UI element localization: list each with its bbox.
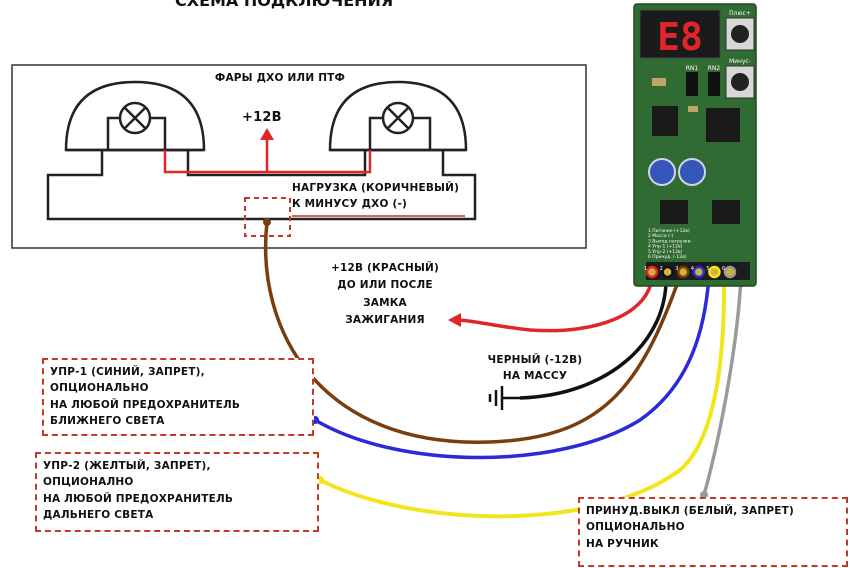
black-wire-label-line2: НА МАССУ [502, 370, 568, 383]
rn1-label: RN1 [686, 65, 699, 72]
terminal-pin [723, 265, 737, 279]
page-title: СХЕМА ПОДКЛЮЧЕНИЯ [175, 0, 393, 10]
white-wire [702, 275, 743, 496]
terminal-pin [661, 265, 674, 279]
yellow-wire [319, 275, 727, 519]
left-headlamp [64, 80, 206, 152]
mosfet-1 [660, 200, 688, 224]
upr2-line2: ОПЦИОНАЛНО [43, 476, 134, 489]
terminal-pin-number: 4 [691, 266, 694, 272]
terminal-pin-number: 6 [722, 266, 725, 272]
upr1-label-box: УПР-1 (СИНИЙ, ЗАПРЕТ), ОПЦИОНАЛЬНО НА ЛЮ… [42, 358, 314, 436]
regulator-chip [652, 106, 678, 136]
pin-legend-line: 1 Питание (+12в) [648, 228, 690, 234]
mcu-chip [706, 108, 740, 142]
red-wire-label-line2: ДО ИЛИ ПОСЛЕ [337, 279, 433, 292]
capacitor-1 [648, 158, 676, 186]
black-wire-label-line1: ЧЕРНЫЙ (-12В) [487, 354, 583, 366]
upr1-line3: НА ЛЮБОЙ ПРЕДОХРАНИТЕЛЬ [50, 398, 241, 411]
load-label-2: К МИНУСУ ДХО (-) [292, 198, 407, 210]
pin-legend-line: 5 Упр-2 (+12в) [648, 249, 683, 255]
plus12-label: +12В [242, 110, 282, 125]
right-headlamp [328, 80, 468, 152]
segment-display [639, 9, 721, 59]
terminal-pin-number: 5 [706, 266, 709, 272]
terminal-pin [676, 265, 690, 279]
terminal-pin-number: 3 [675, 266, 678, 272]
red-wire-label-line3: ЗАМКА [363, 296, 407, 309]
pin-legend-line: 4 Упр-1 (+12в) [648, 244, 683, 250]
red-wire-label: +12В (КРАСНЫЙ) ДО ИЛИ ПОСЛЕ ЗАМКА ЗАЖИГА… [315, 260, 455, 329]
controller-board: E8 Плюс+ Минус- RN1 RN2 1 Питание (+12в)… [633, 3, 757, 287]
black-wire [519, 275, 668, 400]
load-highlight-box [244, 197, 291, 237]
lamp-block-title: ФАРЫ ДХО ИЛИ ПТФ [214, 72, 346, 84]
terminal-pin [692, 265, 706, 279]
terminal-pin [645, 265, 659, 279]
pin-legend-line: 2 Масса (-) [648, 233, 673, 239]
plus12-arrow [260, 128, 274, 140]
plus-button-label: Плюс+ [729, 10, 751, 17]
brown-wire [263, 221, 682, 444]
red-wire [457, 275, 654, 333]
terminal-pin [708, 265, 721, 279]
force-off-line3: НА РУЧНИК [586, 537, 659, 550]
pin-legend-line: 6 Принуд. (-12в) [648, 254, 687, 260]
upr2-line1: УПР-2 (ЖЕЛТЫЙ, ЗАПРЕТ), [43, 460, 211, 472]
ground-icon [488, 386, 522, 410]
mosfet-2 [712, 200, 740, 224]
upr1-line4: БЛИЖНЕГО СВЕТА [50, 414, 165, 427]
upr1-line1: УПР-1 (СИНИЙ, ЗАПРЕТ), [50, 366, 205, 378]
blue-wire [314, 275, 711, 460]
force-off-line2: ОПЦИОНАЛЬНО [586, 521, 685, 534]
minus-button-label: Минус- [729, 58, 751, 65]
upr2-label-box: УПР-2 (ЖЕЛТЫЙ, ЗАПРЕТ), ОПЦИОНАЛНО НА ЛЮ… [35, 452, 319, 532]
display-value: E8 [657, 15, 703, 59]
red-wire-arrow [448, 313, 461, 327]
red-wire-label-line1: +12В (КРАСНЫЙ) [330, 262, 440, 274]
upr2-line4: ДАЛЬНЕГО СВЕТА [43, 508, 154, 521]
pin-legend-line: 3 Выход нагрузки [648, 238, 691, 244]
upr2-line3: НА ЛЮБОЙ ПРЕДОХРАНИТЕЛЬ [43, 492, 234, 505]
black-wire-label: ЧЕРНЫЙ (-12В) НА МАССУ [480, 352, 590, 385]
upr1-line2: ОПЦИОНАЛЬНО [50, 382, 149, 395]
force-off-label-box: ПРИНУД.ВЫКЛ (БЕЛЫЙ, ЗАПРЕТ) ОПЦИОНАЛЬНО … [578, 497, 848, 567]
red-wire-label-line4: ЗАЖИГАНИЯ [345, 313, 425, 326]
rn2-label: RN2 [708, 65, 721, 72]
capacitor-2 [678, 158, 706, 186]
force-off-line1: ПРИНУД.ВЫКЛ (БЕЛЫЙ, ЗАПРЕТ) [586, 505, 794, 517]
terminal-pin-number: 1 [644, 266, 647, 272]
terminal-pin-number: 2 [660, 266, 663, 272]
load-label-1: НАГРУЗКА (КОРИЧНЕВЫЙ) [292, 182, 460, 194]
